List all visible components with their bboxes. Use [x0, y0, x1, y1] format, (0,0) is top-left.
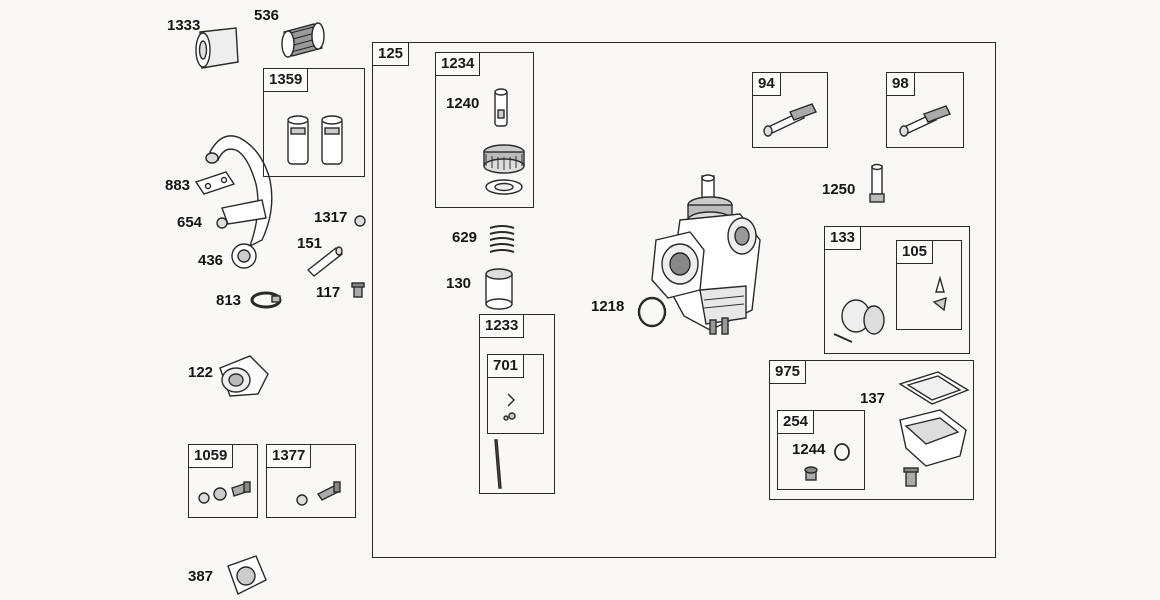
cylinders-1359-icon	[287, 115, 343, 165]
box-133: 133	[824, 226, 970, 354]
pin-151-icon	[306, 246, 344, 277]
box-98: 98	[886, 72, 964, 148]
air-filter-536-icon	[281, 22, 325, 58]
label-1317: 1317	[314, 209, 348, 226]
needle-valve-105-icon	[932, 275, 947, 312]
label-436: 436	[198, 252, 224, 269]
box-133-tag: 133	[824, 226, 862, 250]
label-151: 151	[297, 235, 323, 252]
box-98-tag: 98	[886, 72, 915, 96]
label-387: 387	[188, 568, 214, 585]
slide-1240-icon	[494, 88, 508, 127]
box-1059-tag: 1059	[188, 444, 234, 468]
screw-254-icon	[804, 466, 818, 481]
sleeve-1333-icon	[195, 27, 239, 69]
box-975-tag: 975	[769, 360, 807, 384]
box-1377-tag: 1377	[266, 444, 312, 468]
float-133-icon	[833, 299, 885, 343]
box-94-tag: 94	[752, 72, 781, 96]
box-1234: 1234	[435, 52, 534, 208]
box-1059: 1059	[188, 444, 258, 518]
box-105: 105	[896, 240, 962, 330]
intake-manifold-122-icon	[219, 355, 269, 397]
carburetor-body-icon	[651, 174, 761, 335]
nuts-1059-icon	[198, 481, 251, 504]
box-701: 701	[487, 354, 544, 434]
exhaust-pipe-icon	[194, 135, 273, 269]
box-1359: 1359	[263, 68, 365, 177]
box-975: 975	[769, 360, 974, 500]
box-701-tag: 701	[487, 354, 525, 378]
box-1377: 1377	[266, 444, 356, 518]
box-1233-tag: 1233	[479, 314, 525, 338]
box-1359-tag: 1359	[263, 68, 309, 92]
nut-1317-icon	[354, 215, 366, 227]
label-1244: 1244	[792, 441, 826, 458]
needle-1233-icon	[494, 439, 502, 489]
box-1234-tag: 1234	[435, 52, 481, 76]
screw-98-icon	[899, 105, 951, 137]
label-654: 654	[177, 214, 203, 231]
flange-387-icon	[227, 555, 267, 595]
cap-1234-icon	[483, 144, 525, 195]
screw-117-icon	[351, 282, 365, 298]
clamp-813-icon	[250, 291, 282, 309]
clip-701-icon	[503, 393, 516, 421]
o-ring-1218-icon	[637, 296, 667, 328]
label-883: 883	[165, 177, 191, 194]
box-125-tag: 125	[372, 42, 410, 66]
label-1240: 1240	[446, 95, 480, 112]
label-1218: 1218	[591, 298, 625, 315]
label-1333: 1333	[167, 17, 201, 34]
screw-1377-icon	[296, 481, 341, 506]
label-629: 629	[452, 229, 478, 246]
screw-94-icon	[763, 103, 817, 137]
box-254-tag: 254	[777, 410, 815, 434]
box-1233: 1233	[479, 314, 555, 494]
label-137: 137	[860, 390, 886, 407]
throttle-slide-130-icon	[485, 268, 513, 310]
box-125: 125	[372, 42, 996, 558]
label-122: 122	[188, 364, 214, 381]
nut-654-icon	[216, 217, 228, 229]
label-117: 117	[316, 284, 341, 301]
box-105-tag: 105	[896, 240, 934, 264]
box-254: 254	[777, 410, 865, 490]
label-130: 130	[446, 275, 472, 292]
jet-1250-icon	[869, 163, 885, 203]
float-bowl-137-icon	[898, 371, 970, 487]
box-94: 94	[752, 72, 828, 148]
label-813: 813	[216, 292, 242, 309]
label-536: 536	[254, 7, 280, 24]
label-1250: 1250	[822, 181, 856, 198]
o-ring-1244-icon	[834, 443, 850, 461]
spring-629-icon	[489, 225, 515, 253]
